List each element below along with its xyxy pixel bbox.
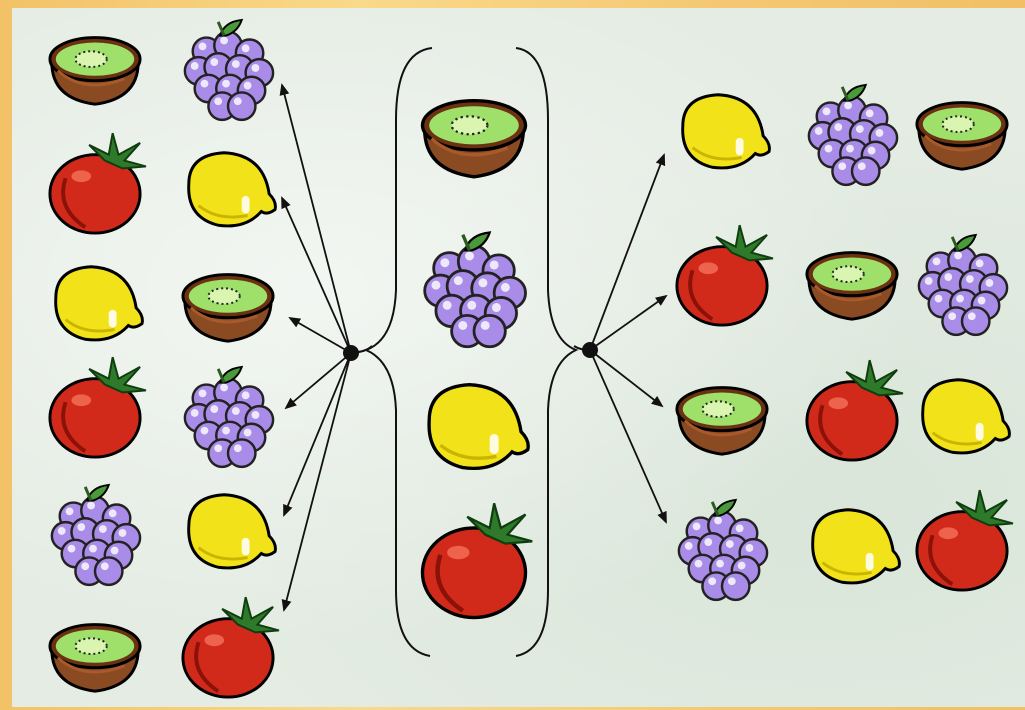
arrow-right-1: [589, 153, 666, 351]
kiwi-icon: [48, 36, 142, 106]
grapes-icon: [807, 83, 899, 187]
arrow-right-4: [589, 349, 667, 524]
arrow-left-4: [284, 352, 352, 410]
grapes-icon: [917, 233, 1009, 337]
kiwi-icon: [48, 623, 142, 693]
set-brackets: [350, 47, 591, 657]
lemon-icon: [811, 508, 901, 585]
tomato-icon: [181, 596, 280, 699]
tomato-icon: [48, 132, 147, 235]
right-brace-link: [573, 345, 591, 351]
kiwi-icon: [675, 386, 769, 456]
kiwi-icon: [915, 101, 1009, 171]
kiwi-icon: [420, 98, 528, 179]
tomato-icon: [805, 359, 904, 462]
arrow-left-2: [281, 196, 352, 354]
arrow-right-2: [589, 294, 668, 351]
grapes-icon: [50, 483, 142, 587]
arrow-right-3: [589, 349, 664, 408]
arrow-left-3: [288, 317, 352, 354]
lemon-icon: [921, 378, 1011, 455]
arrow-left-1: [279, 83, 352, 354]
grapes-icon: [677, 498, 769, 602]
lemon-icon: [187, 493, 277, 570]
kiwi-icon: [805, 251, 899, 321]
arrow-left-6: [281, 352, 352, 612]
right-brace: [515, 47, 579, 657]
fruits-group: [48, 18, 1014, 699]
grapes-icon: [183, 18, 275, 122]
lemon-icon: [427, 382, 530, 470]
lemon-icon: [681, 93, 771, 170]
kiwi-icon: [181, 273, 275, 343]
lemon-icon: [187, 151, 277, 228]
tomato-icon: [675, 224, 774, 327]
lemon-icon: [54, 265, 144, 342]
grapes-icon: [423, 231, 527, 349]
grapes-icon: [183, 365, 275, 469]
tomato-icon: [48, 356, 147, 459]
left-brace-link: [350, 345, 373, 354]
connectors-group: [279, 83, 668, 612]
arrow-left-5: [283, 352, 352, 517]
tomato-icon: [420, 502, 533, 620]
tomato-icon: [915, 489, 1014, 592]
